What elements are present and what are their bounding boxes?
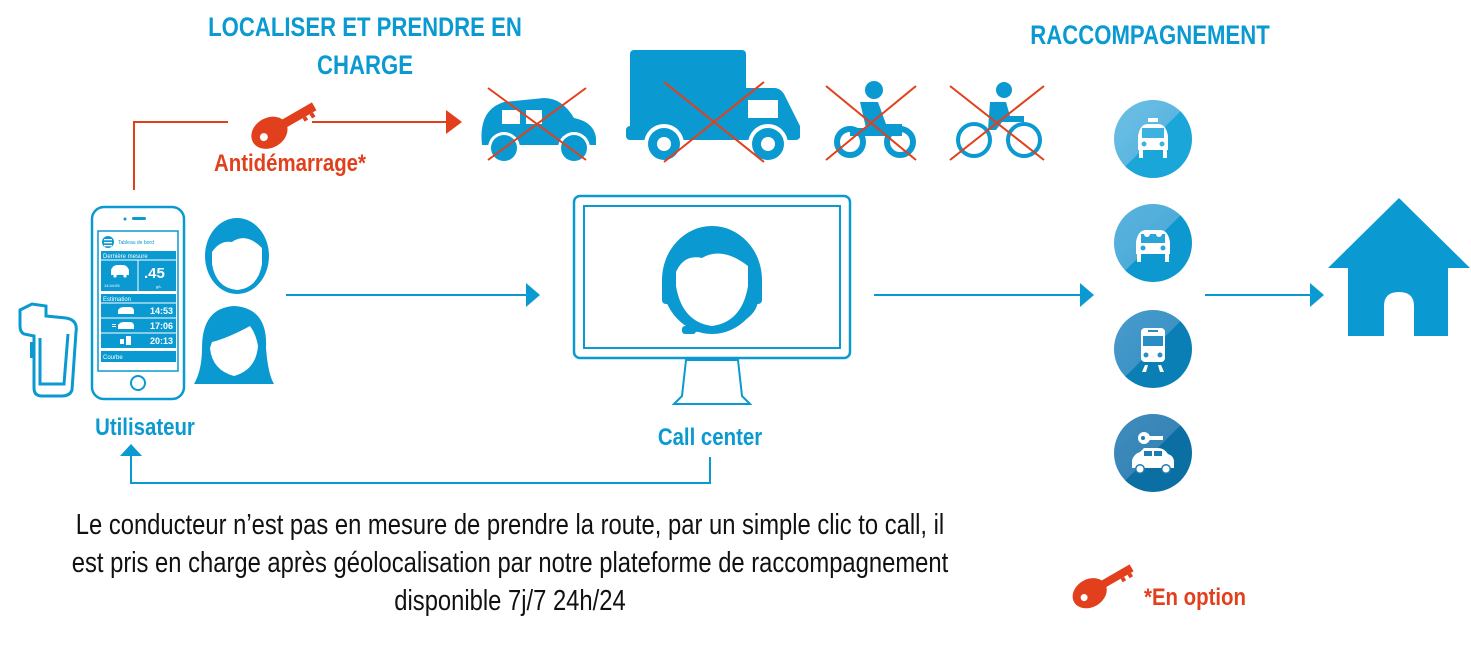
option-key-icon [1072, 564, 1134, 609]
phone-estimation-label: Estimation [103, 297, 131, 303]
carpool-icon [1136, 230, 1170, 262]
phone-estimation-car-fast-icon [118, 322, 134, 329]
taxi-icon [1138, 118, 1168, 158]
arrow-head-options [1080, 283, 1094, 307]
phone-curve-label: Courbe [103, 355, 123, 361]
antidemarrage-label: Antidémarrage* [214, 150, 366, 177]
phone-last-measure-unit: g/L [156, 284, 162, 289]
phone-drink-icon [126, 336, 131, 345]
monitor-callcenter-icon [572, 194, 852, 405]
key-icon [251, 102, 317, 149]
man-avatar-icon [205, 218, 269, 294]
heading-raccompagnement: RACCOMPAGNEMENT [1030, 20, 1270, 50]
phone-estimation-car-icon [118, 307, 134, 314]
phone-estimation-time-3: 20:13 [150, 336, 173, 346]
train-icon [1141, 328, 1165, 372]
callcenter-label: Call center [657, 424, 763, 451]
taxi-option [1114, 100, 1192, 178]
user-label: Utilisateur [95, 414, 195, 441]
arrow-head-callcenter [526, 283, 540, 307]
train-option [1114, 310, 1192, 388]
car-key-option [1114, 414, 1192, 492]
phone-last-measure-value: .45 [144, 265, 165, 282]
arrow-callcenter-to-user [130, 456, 711, 484]
truck-forbidden-icon [626, 50, 800, 164]
antidemarrage-connector [133, 121, 228, 190]
woman-avatar-icon [194, 306, 274, 384]
bicycle-forbidden-icon [949, 82, 1045, 161]
heading-locate: LOCALISER ET PRENDRE EN CHARGE [208, 12, 522, 80]
phone-last-measure-time: 14:44:05 [104, 283, 120, 288]
arrow-head-home [1310, 283, 1324, 307]
phone-app: Tableau de bord Dernière mesure 14:44:05… [90, 205, 186, 401]
car-key-icon [1132, 432, 1174, 474]
home-icon [1328, 198, 1470, 336]
breathalyzer-icon [18, 302, 78, 398]
phone-estimation-time-2: 17:06 [150, 321, 173, 331]
car-forbidden-icon [481, 87, 596, 164]
carpool-option [1114, 204, 1192, 282]
phone-header: Tableau de bord [118, 240, 154, 246]
phone-last-measure-label: Dernière mesure [103, 254, 148, 260]
phone-estimation-time-1: 14:53 [150, 306, 173, 316]
description-text: Le conducteur n’est pas en mesure de pre… [71, 509, 949, 617]
motorcycle-forbidden-icon [825, 81, 917, 161]
phone-car-icon [111, 265, 129, 275]
antidemarrage-arrow-head [446, 110, 462, 134]
option-label: *En option [1144, 584, 1246, 611]
arrow-head-user [120, 444, 142, 456]
